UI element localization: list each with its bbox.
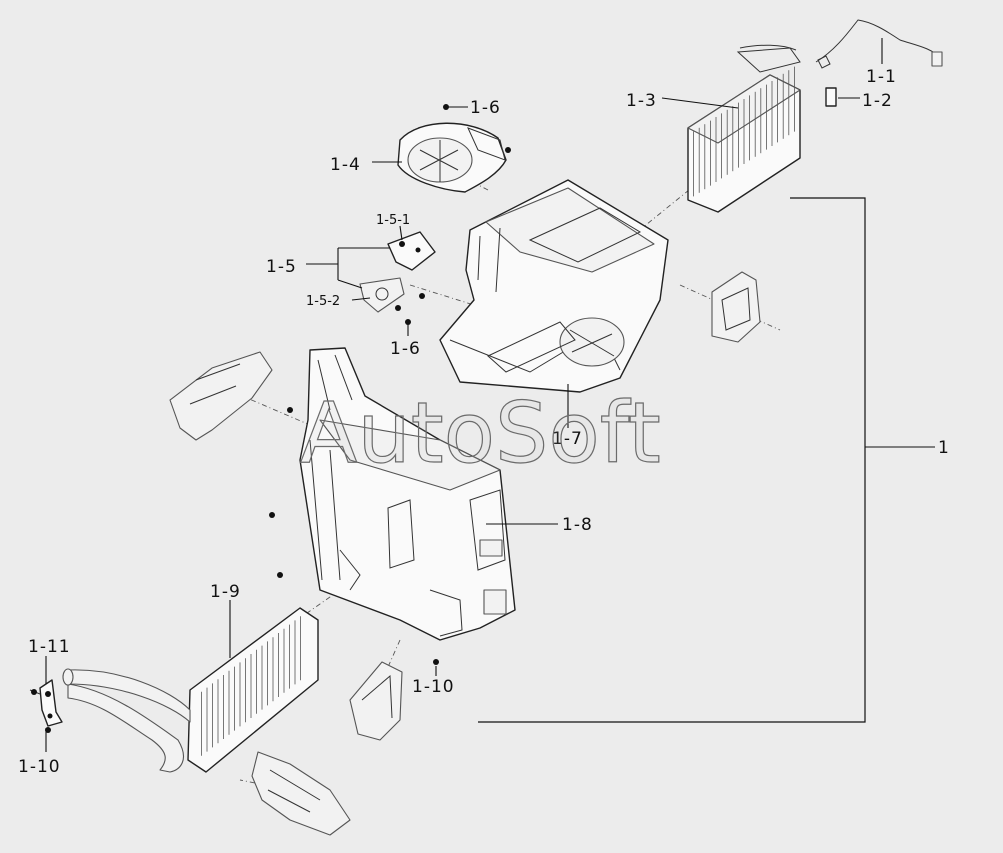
callout-1-9: 1-9 [210,582,241,602]
part-heater-core [62,607,319,773]
callout-1-8: 1-8 [562,515,593,535]
callout-1-1: 1-1 [866,67,897,87]
callout-1-5: 1-5 [266,257,297,277]
part-actuator [359,231,436,325]
part-lower-case [299,347,516,641]
callout-1-2: 1-2 [862,91,893,111]
leader-1-3 [661,97,739,109]
assembly-bracket [478,197,866,723]
part-clip [825,87,837,107]
part-duct-bottom [251,751,351,836]
part-evaporator-core [687,44,801,213]
watermark-text: AutoSoft [300,384,661,482]
part-duct-right [711,271,761,343]
callout-1-10-left: 1-10 [18,757,61,777]
callout-1-6-top: 1-6 [470,98,501,118]
screw-icons [31,104,511,733]
leader-1-5-2 [351,297,371,301]
part-sensor-wire [815,19,943,69]
callout-1-7: 1-7 [552,429,583,449]
callout-1-3: 1-3 [626,91,657,111]
callout-1: 1 [938,438,950,458]
part-blower-inlet [397,122,507,193]
callout-labels: 1 1-1 1-2 1-3 1-4 1-5 1-5-1 1-5-2 1-6 1-… [18,67,950,777]
callout-1-10-mid: 1-10 [412,677,455,697]
part-pipe-clamp [29,679,63,727]
callout-1-5-1: 1-5-1 [376,213,410,228]
part-upper-case [439,179,669,393]
leader-1-5 [306,247,390,289]
leader-1-5-1 [399,225,403,241]
callout-1-11: 1-11 [28,637,71,657]
part-duct-mid [349,661,403,741]
callout-1-6-mid: 1-6 [390,339,421,359]
part-duct-left [169,351,273,441]
callout-1-5-2: 1-5-2 [306,294,340,309]
callout-1-4: 1-4 [330,155,361,175]
